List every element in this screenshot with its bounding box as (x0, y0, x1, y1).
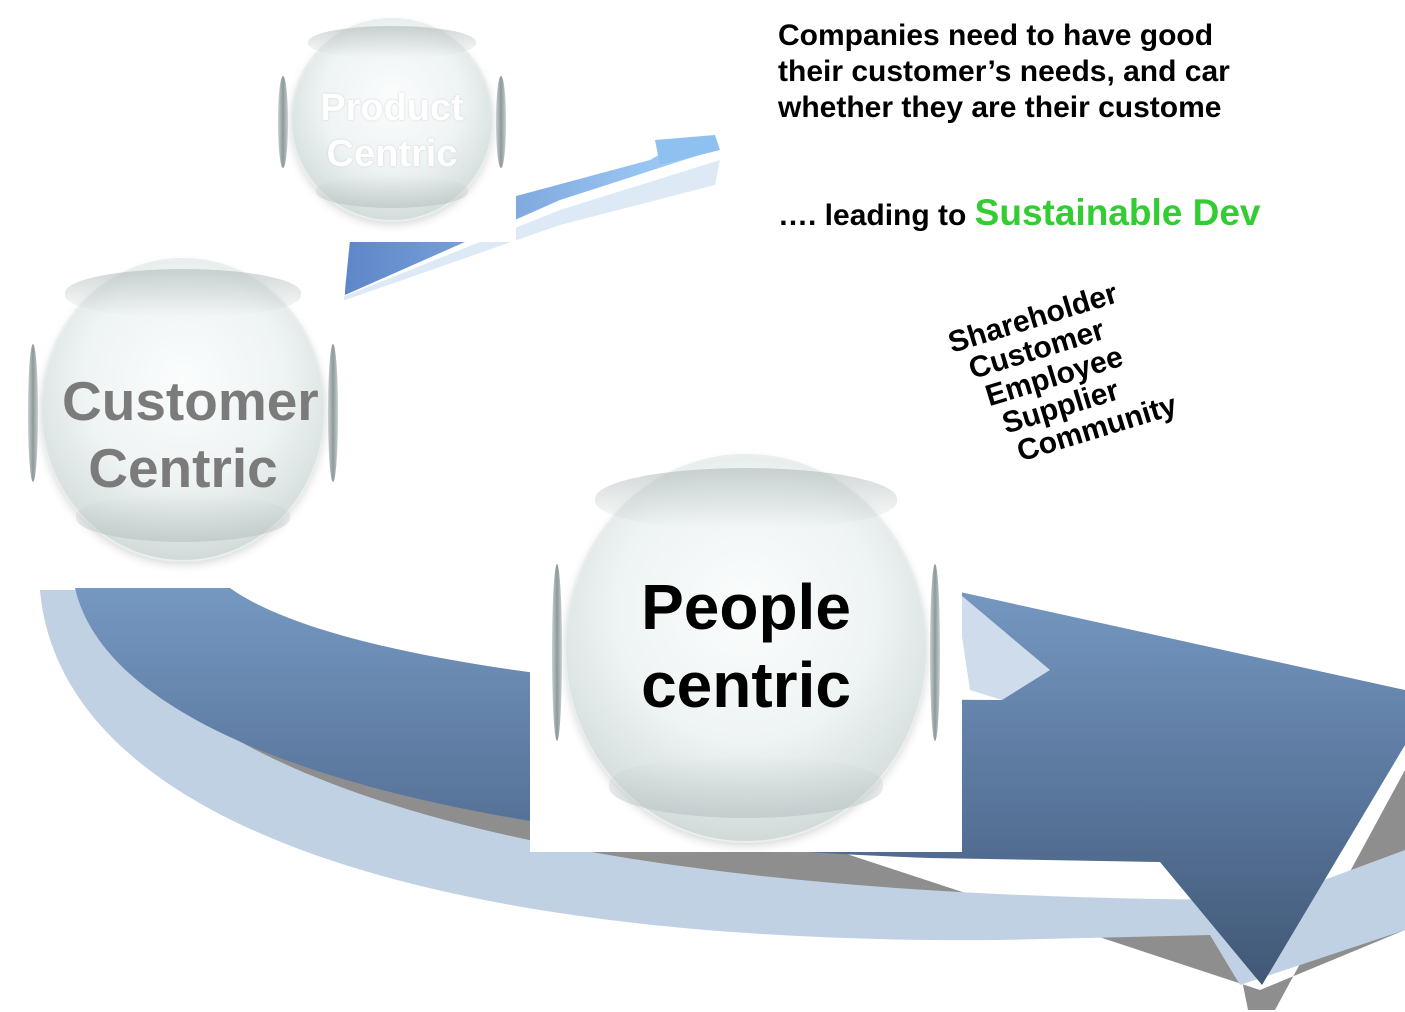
small-arrow-head (655, 135, 720, 165)
bubble-rim-left (552, 563, 562, 741)
bubble-rim-left (28, 344, 38, 482)
product-centric-label: Product Centric (320, 87, 464, 176)
bubble-rim-right (496, 76, 506, 168)
people-centric-label: People centric (641, 571, 851, 722)
headline-line: whether they are their custome (778, 91, 1222, 124)
headline-text: Companies need to have good their custom… (778, 18, 1405, 126)
headline-line: their customer’s needs, and car (778, 55, 1230, 88)
bubble-gloss (594, 467, 898, 530)
product-centric-bubble: Product Centric (278, 20, 506, 220)
bubble-rim-left (278, 76, 288, 168)
bubble-rim-right (328, 344, 338, 482)
customer-centric-label: Customer Centric (62, 370, 319, 500)
product-centric-box: Product Centric (272, 10, 516, 242)
bubble-lowband (316, 176, 468, 208)
bubble-gloss (64, 269, 302, 317)
lead-line: …. leading to Sustainable Dev (778, 192, 1261, 234)
small-arrow-body (345, 137, 715, 295)
bubble-gloss (308, 26, 476, 58)
small-arrow-shadow (340, 160, 720, 300)
lead-highlight: Sustainable Dev (974, 192, 1261, 233)
headline-line: Companies need to have good (778, 19, 1214, 52)
people-centric-bubble: People centric (552, 456, 940, 841)
lead-prefix: …. leading to (778, 199, 975, 232)
big-arrow-topband (955, 590, 1050, 700)
customer-centric-bubble: Customer Centric (28, 260, 338, 560)
bubble-rim-right (930, 563, 940, 741)
customer-centric-box: Customer Centric (22, 252, 344, 584)
bubble-lowband (609, 756, 883, 818)
bubble-lowband (75, 494, 291, 542)
people-centric-box: People centric (530, 442, 962, 852)
